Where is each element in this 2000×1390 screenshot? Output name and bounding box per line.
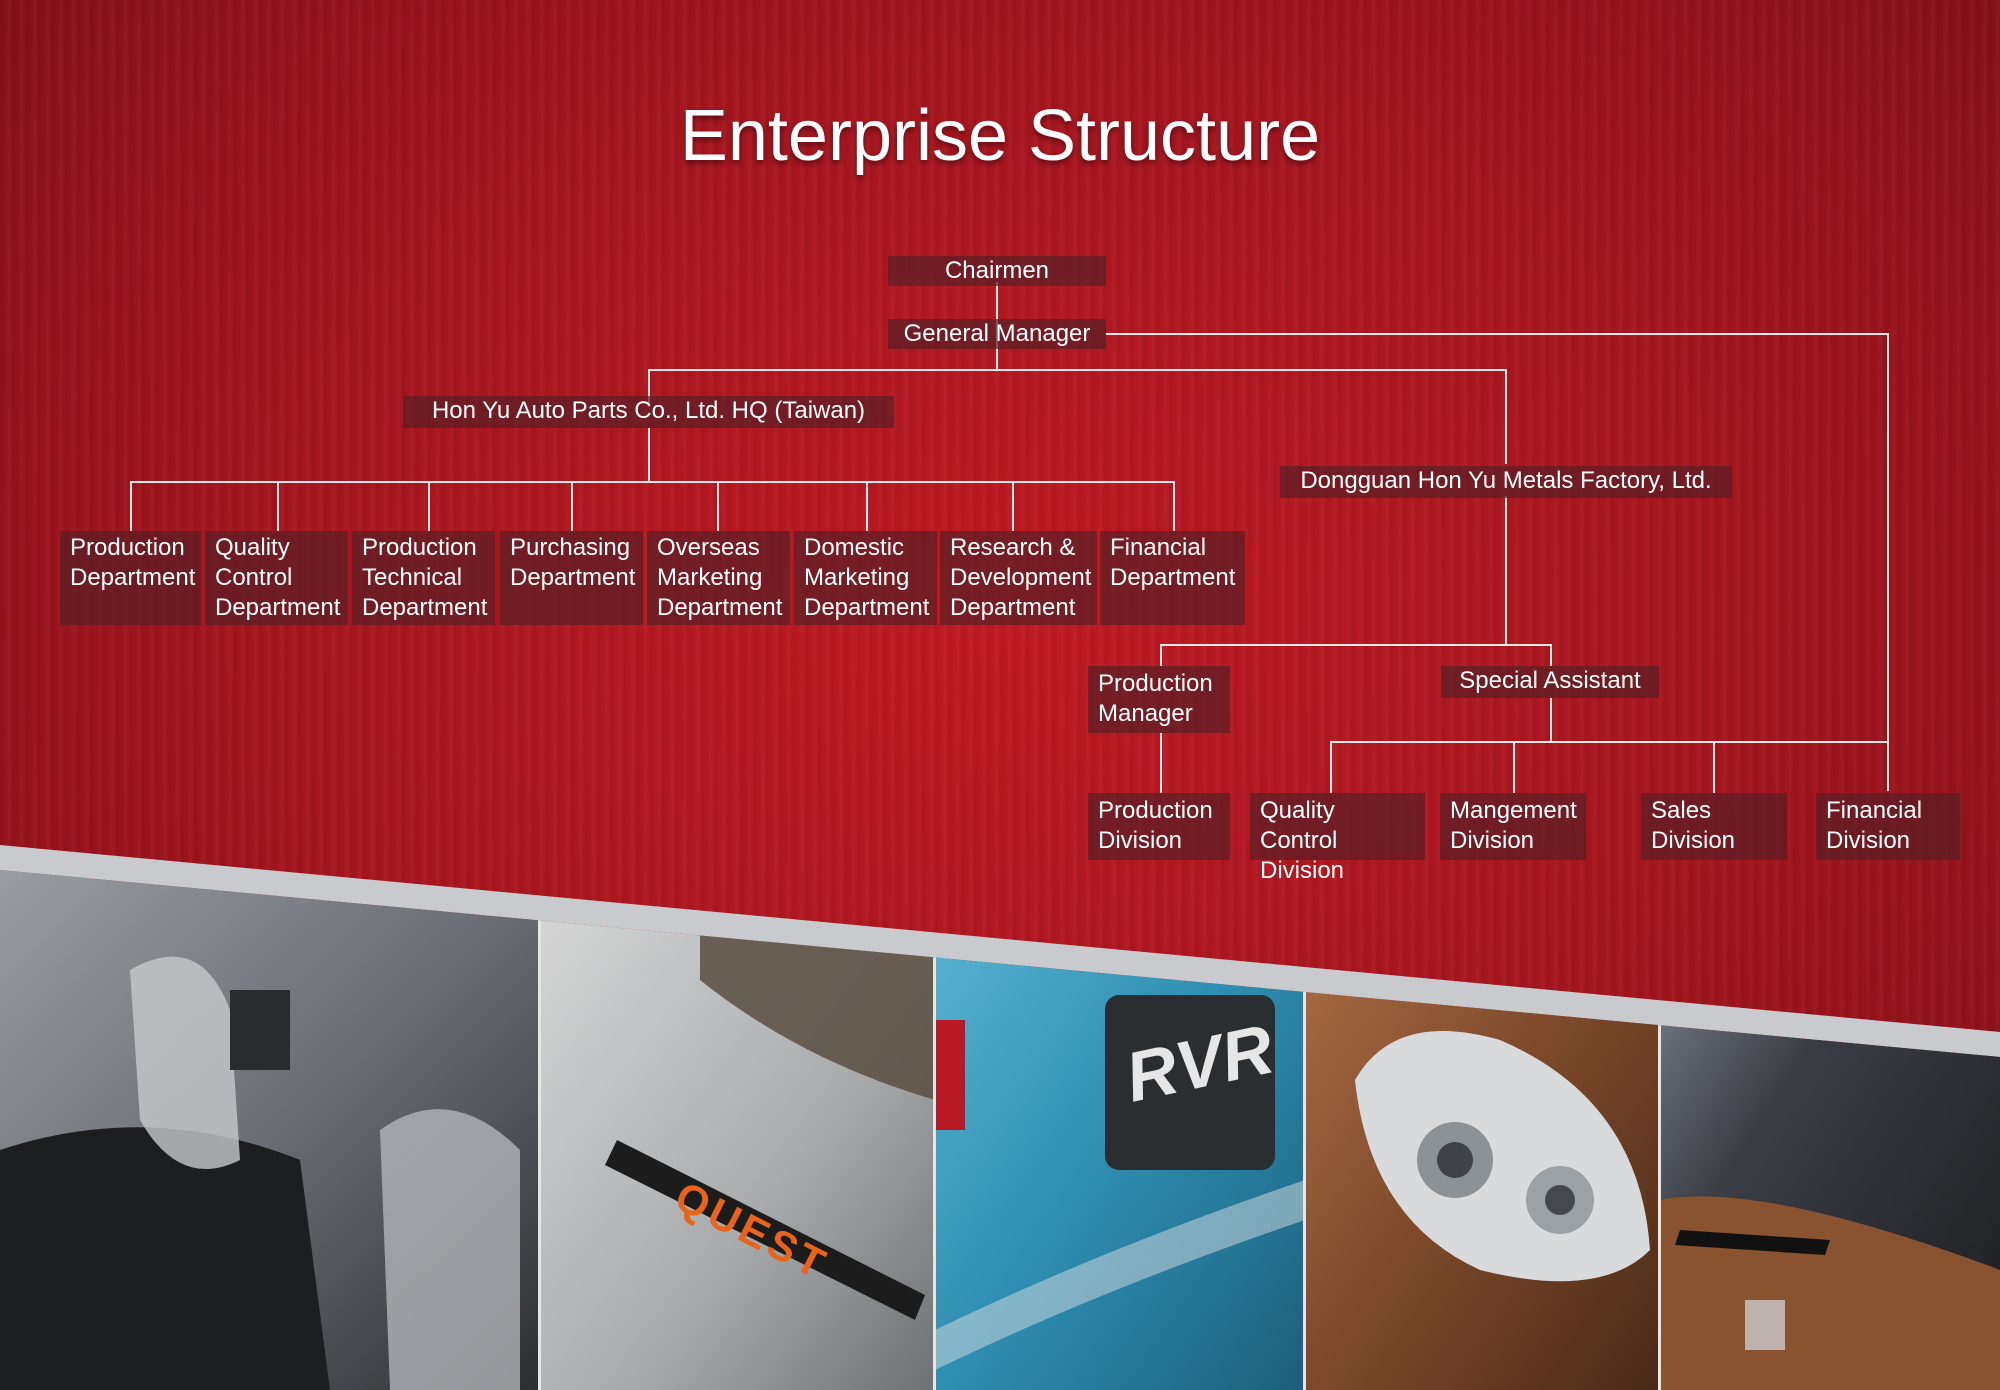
node-chairmen: Chairmen [888,256,1106,286]
dept-financial: Financial Department [1100,531,1245,625]
dept-domestic-marketing: Domestic Marketing Department [794,531,937,625]
dept-purchasing: Purchasing Department [500,531,643,625]
division-financial: Financial Division [1816,793,1960,860]
dept-production: Production Department [60,531,201,625]
node-general-manager: General Manager [888,319,1106,349]
division-mangement: Mangement Division [1440,793,1586,860]
page-title: Enterprise Structure [679,96,1321,176]
node-special-assistant: Special Assistant [1441,666,1659,698]
node-production-manager: Production Manager [1088,666,1230,733]
division-quality-control: Quality Control Division [1250,793,1425,884]
division-sales: Sales Division [1641,793,1787,860]
dept-quality-control: Quality Control Department [205,531,348,625]
dept-overseas-marketing: Overseas Marketing Department [647,531,790,625]
node-dongguan-factory: Dongguan Hon Yu Metals Factory, Ltd. [1280,466,1732,498]
division-production: Production Division [1088,793,1230,860]
dept-research-development: Research & Development Department [940,531,1097,625]
dept-production-technical: Production Technical Department [352,531,495,625]
node-hq-taiwan: Hon Yu Auto Parts Co., Ltd. HQ (Taiwan) [403,396,894,428]
